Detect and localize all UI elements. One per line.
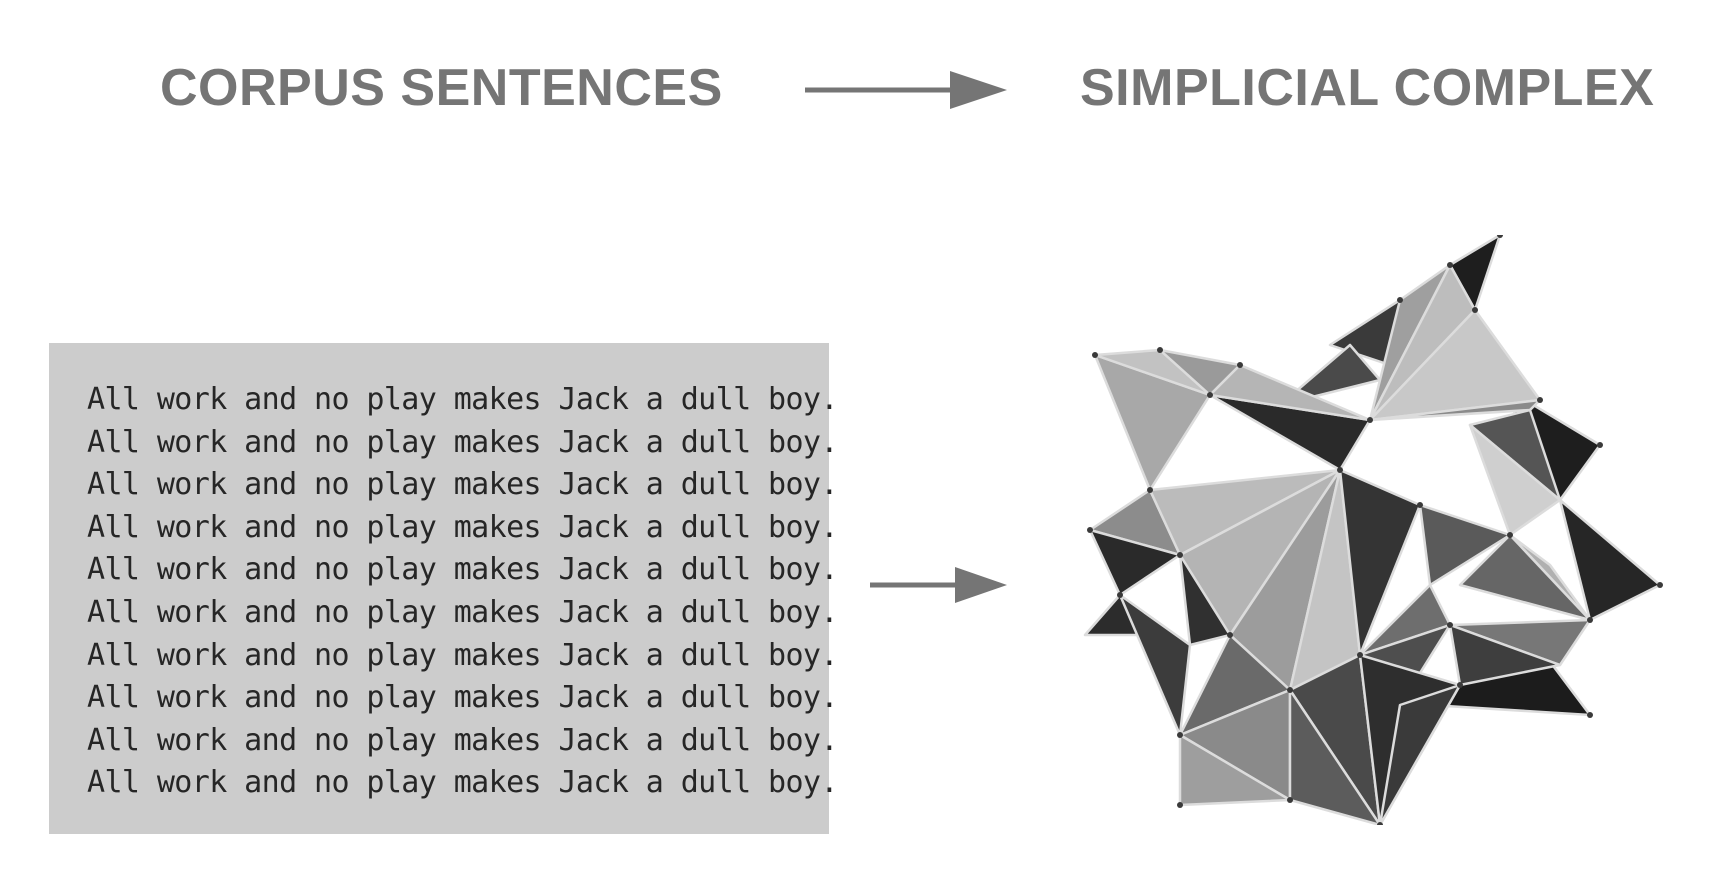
corpus-sentences-heading: CORPUS SENTENCES (160, 59, 723, 117)
corpus-sentence-line: All work and no play makes Jack a dull b… (87, 722, 838, 758)
corpus-sentence-line: All work and no play makes Jack a dull b… (87, 424, 838, 460)
corpus-sentence-line: All work and no play makes Jack a dull b… (87, 637, 838, 673)
corpus-sentence-line: All work and no play makes Jack a dull b… (87, 509, 838, 545)
simplicial-complex-heading: SIMPLICIAL COMPLEX (1080, 59, 1655, 117)
arrow-right-icon (800, 66, 1010, 119)
corpus-text-box: All work and no play makes Jack a dull b… (49, 343, 838, 834)
corpus-sentence-line: All work and no play makes Jack a dull b… (87, 552, 838, 588)
corpus-sentence-line: All work and no play makes Jack a dull b… (87, 680, 838, 716)
corpus-sentence-line: All work and no play makes Jack a dull b… (87, 765, 838, 801)
corpus-sentence-line: All work and no play makes Jack a dull b… (87, 382, 838, 417)
arrow-right-icon (865, 564, 1010, 611)
corpus-sentence-line: All work and no play makes Jack a dull b… (87, 467, 838, 503)
simplicial-complex-image (1030, 232, 1670, 830)
corpus-sentence-line: All work and no play makes Jack a dull b… (87, 594, 838, 630)
